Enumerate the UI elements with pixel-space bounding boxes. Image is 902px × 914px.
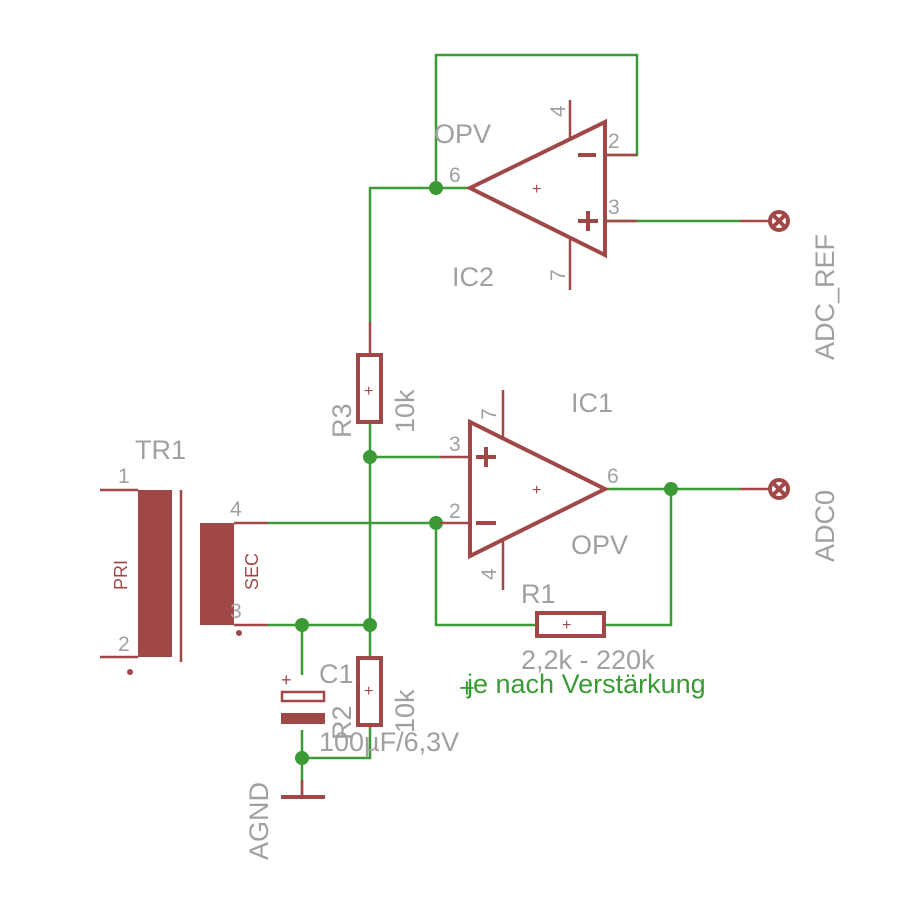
adc0-connector: ADC0	[740, 478, 840, 562]
ic1-origin-mark: +	[532, 482, 541, 499]
junctions	[295, 181, 678, 765]
ic2-pin-4: 4	[547, 105, 570, 117]
c1-plate-bottom	[281, 713, 325, 724]
wire-ic2-to-r3	[368, 186, 436, 322]
tr1-dot-sec	[236, 630, 242, 636]
c1-capacitor: + C1 100µF/6,3V	[280, 659, 459, 757]
c1-name: C1	[319, 659, 354, 689]
ic1-pin-6: 6	[607, 465, 619, 488]
c1-value: 100µF/6,3V	[319, 727, 459, 757]
ic2-pin-7: 7	[547, 269, 570, 281]
tr1-sec-coil	[200, 523, 234, 625]
r3-body	[356, 353, 383, 424]
ic2-triangle	[465, 118, 607, 259]
r3-name: R3	[327, 403, 357, 438]
ic2-value: OPV	[434, 119, 491, 149]
note-origin-mark: +	[459, 673, 475, 703]
junction-dot	[429, 516, 443, 530]
ic1-opamp: + 7 3 2 6 4 IC1 OPV	[440, 388, 628, 590]
r2-resistor: + R2 10k	[327, 656, 420, 740]
gain-note: je nach Verstärkung	[466, 669, 706, 699]
svg-text:+: +	[364, 383, 373, 400]
r2-value: 10k	[390, 689, 420, 733]
agnd-label: AGND	[244, 782, 274, 860]
adc0-pad-icon	[768, 478, 790, 500]
tr1-pin-2: 2	[118, 633, 130, 656]
r3-value: 10k	[390, 389, 420, 433]
wire-r2-bottom	[302, 725, 372, 760]
c1-plate-top	[280, 690, 326, 703]
ic1-pin-7: 7	[478, 408, 501, 420]
svg-text:+: +	[562, 617, 571, 634]
tr1-pri-label: PRI	[111, 560, 131, 590]
r3-resistor: + R3 10k	[327, 322, 420, 438]
junction-dot	[429, 181, 443, 195]
tr1-pri-coil	[138, 490, 172, 657]
tr1-pin-3: 3	[230, 600, 242, 623]
agnd-symbol: AGND	[244, 780, 325, 860]
junction-dot	[363, 618, 377, 632]
r1-value: 2,2k - 220k	[521, 645, 655, 675]
svg-text:+: +	[281, 670, 292, 690]
adc-ref-label: ADC_REF	[810, 234, 840, 360]
r1-name: R1	[521, 579, 556, 609]
ic1-value: OPV	[571, 530, 628, 560]
tr1-dot-pri	[127, 669, 133, 675]
junction-dot	[295, 751, 309, 765]
r1-resistor: + R1 2,2k - 220k	[521, 579, 655, 675]
ic2-opamp: + 4 2 6 3 7 OPV IC2	[434, 100, 637, 292]
ic1-pin-4: 4	[478, 568, 501, 580]
ic1-pin-2: 2	[449, 500, 461, 523]
wire-r1-left	[434, 523, 536, 627]
tr1-pin-4: 4	[230, 498, 242, 521]
ic2-origin-mark: +	[532, 181, 541, 198]
ic2-pin-6: 6	[449, 164, 461, 187]
ic1-triangle	[468, 418, 610, 560]
wire-r1-right	[606, 489, 673, 627]
r1-body	[535, 611, 606, 638]
ic1-pin-3: 3	[449, 433, 461, 456]
ic2-name: IC2	[452, 262, 494, 292]
adc-ref-connector: ADC_REF	[740, 210, 840, 360]
ic1-name: IC1	[571, 388, 613, 418]
junction-dot	[295, 618, 309, 632]
tr1-pin-1: 1	[118, 465, 130, 488]
svg-text:+: +	[364, 683, 373, 700]
r2-body	[356, 656, 383, 727]
junction-dot	[664, 482, 678, 496]
r2-name: R2	[327, 705, 357, 740]
tr1-name: TR1	[135, 435, 186, 465]
ic2-pin-3: 3	[608, 196, 620, 219]
junction-dot	[363, 450, 377, 464]
tr1-transformer: TR1 1 2 4 3 PRI SEC	[100, 435, 268, 675]
ic2-pin-2: 2	[608, 130, 620, 153]
tr1-sec-label: SEC	[242, 553, 262, 590]
adc0-label: ADC0	[810, 490, 840, 562]
